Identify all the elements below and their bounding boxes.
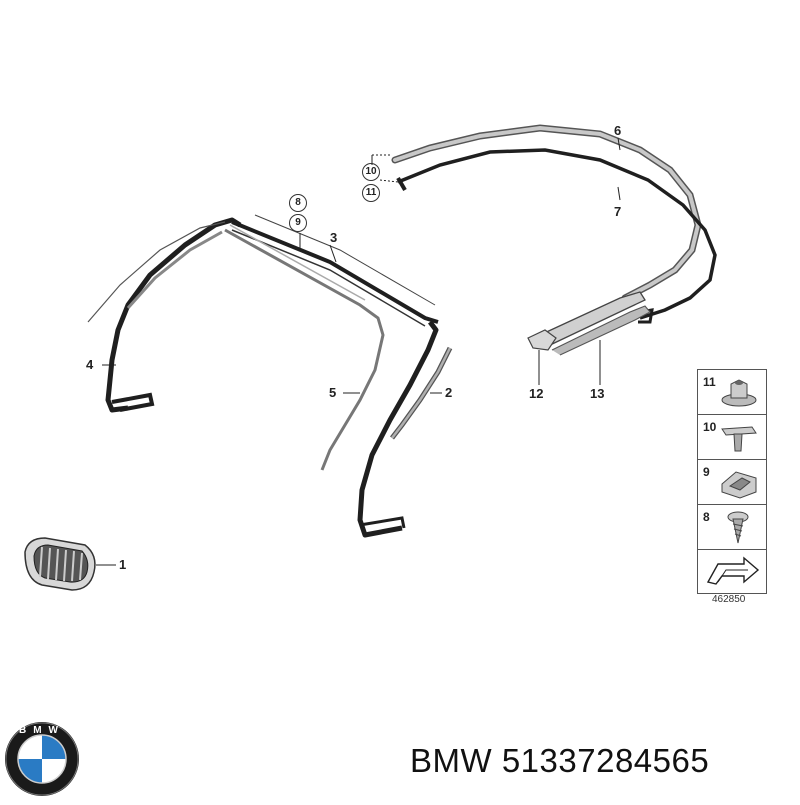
expanding-rivet-icon	[721, 426, 757, 452]
part-3-right-pillar	[357, 320, 439, 538]
callout-9-circled: 9	[289, 214, 307, 232]
part-1-grille	[24, 537, 96, 591]
legend-cell-10: 10	[698, 415, 766, 460]
legend-cell-8: 8	[698, 505, 766, 550]
part-2-outer-strip	[390, 346, 453, 440]
leader-lines	[96, 137, 621, 566]
part-4-pillar-seal	[87, 217, 242, 413]
callout-7: 7	[614, 204, 622, 219]
brand-part-line: BMW 51337284565	[410, 742, 709, 780]
direction-arrow-icon	[706, 556, 760, 585]
callout-6: 6	[614, 123, 622, 138]
legend-number: 9	[703, 465, 710, 479]
clip-nut-icon	[721, 471, 757, 499]
legend-number: 10	[703, 420, 717, 434]
fastener-legend: 11 10 9 8	[697, 369, 767, 594]
legend-number: 11	[703, 375, 716, 389]
part-7-roof-seal	[396, 148, 717, 324]
bmw-logo: BMW	[5, 722, 79, 796]
callout-11-circled: 11	[362, 184, 380, 202]
callout-12: 12	[529, 386, 544, 401]
brand-name: BMW	[410, 742, 493, 779]
nut-icon	[721, 379, 757, 407]
diagram-id: 462850	[712, 594, 746, 605]
legend-number: 8	[703, 510, 710, 524]
callout-13: 13	[590, 386, 605, 401]
callout-4: 4	[86, 357, 94, 372]
callout-3: 3	[330, 230, 338, 245]
callout-2: 2	[445, 385, 453, 400]
legend-cell-9: 9	[698, 460, 766, 505]
legend-cell-arrow	[698, 550, 766, 594]
callout-8-circled: 8	[289, 194, 307, 212]
logo-lettering: BMW	[19, 725, 65, 736]
callout-5: 5	[329, 385, 337, 400]
part-3-top-seal	[231, 214, 439, 327]
part-13-lower-rail	[539, 291, 651, 356]
callout-10-circled: 10	[362, 163, 380, 181]
part-5-side-trim	[224, 224, 385, 471]
legend-cell-11: 11	[698, 370, 766, 415]
callout-1: 1	[119, 557, 127, 572]
part-12-end-cap	[527, 329, 557, 351]
part-number: 51337284565	[501, 742, 710, 779]
screw-icon	[727, 511, 749, 544]
part-6-roof-trim	[391, 124, 702, 302]
